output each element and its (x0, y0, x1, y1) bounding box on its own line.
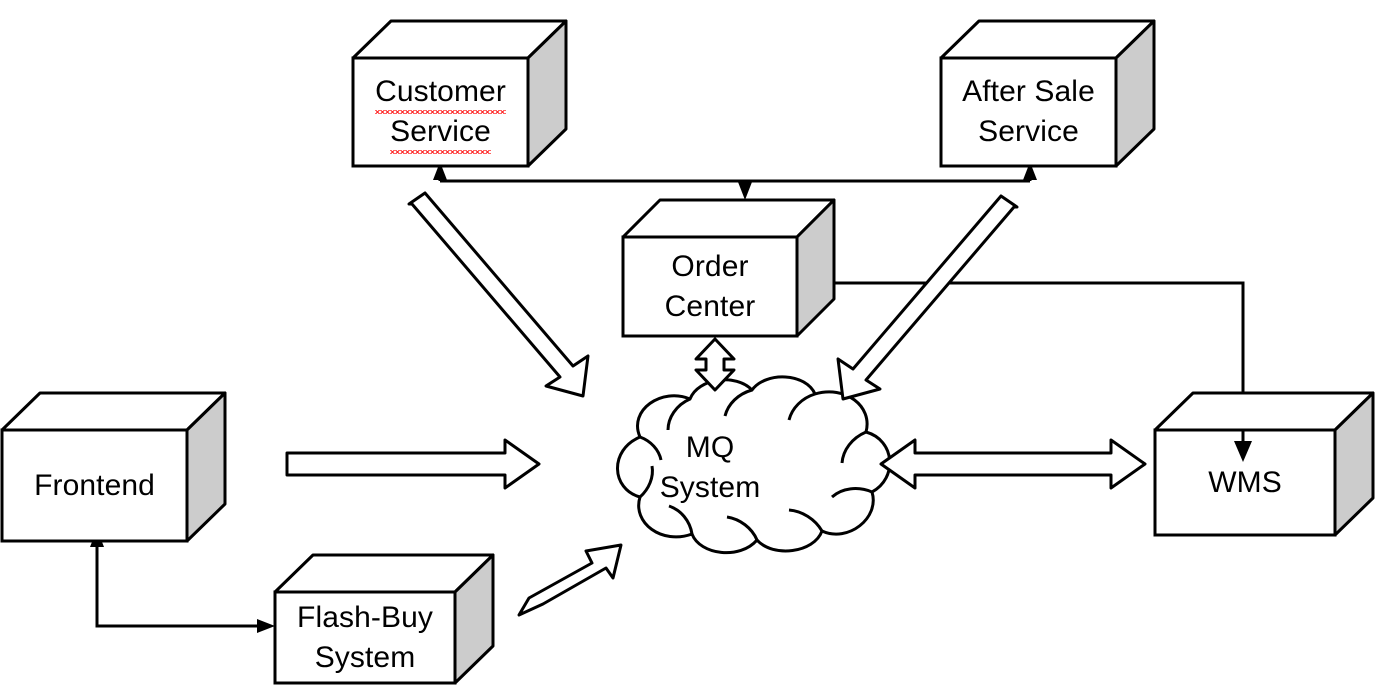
block-arrow-order-center-mq (694, 337, 736, 392)
node-frontend[interactable] (0, 391, 227, 543)
node-mq-system[interactable] (616, 375, 892, 555)
connector-order-center-to-services (433, 162, 1037, 200)
block-arrow-customer-service-to-mq (407, 191, 590, 398)
node-customer-service[interactable] (351, 19, 568, 168)
connector-wms-arrowhead (1234, 430, 1252, 462)
node-wms[interactable] (1153, 391, 1375, 537)
block-arrow-mq-wms (879, 438, 1147, 490)
node-after-sale-service[interactable] (939, 19, 1156, 168)
block-arrow-frontend-to-mq (285, 438, 541, 490)
node-flash-buy-system[interactable] (273, 553, 495, 685)
connector-flash-buy-to-frontend (90, 529, 275, 633)
node-order-center[interactable] (621, 198, 836, 338)
block-arrow-flash-buy-to-mq (517, 543, 623, 617)
block-arrow-after-sale-to-mq (836, 194, 1019, 401)
